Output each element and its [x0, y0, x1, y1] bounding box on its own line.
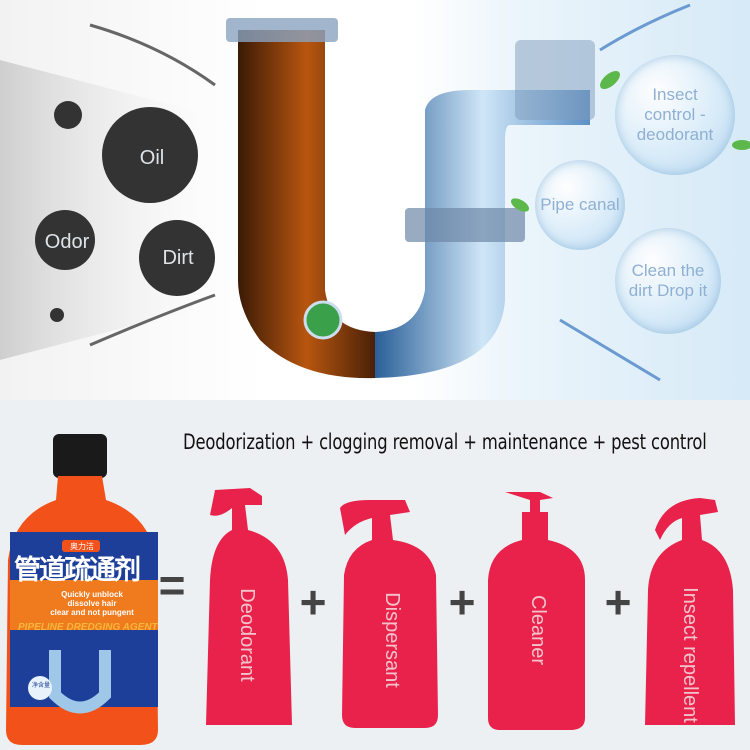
- plus-sign: +: [604, 576, 632, 628]
- germ-icon: [303, 300, 343, 340]
- bubble-clean-dirt: Clean the dirt Drop it: [615, 228, 721, 334]
- leaf-icon: [732, 140, 750, 150]
- arrow-left-top: [89, 23, 216, 87]
- arrow-right-bottom: [559, 318, 661, 382]
- bubble-text: Insect control - deodorant: [636, 85, 714, 144]
- plus-sign: +: [299, 576, 327, 628]
- wind-streaks-left: [0, 60, 230, 360]
- pipe-illustration: Oil Odor Dirt Insect control - deodorant…: [0, 0, 750, 400]
- pipe-mid-flange: [405, 208, 525, 242]
- headline: Deodorization + clogging removal + maint…: [183, 430, 707, 454]
- tagline-line: dissolve hair: [67, 599, 117, 608]
- pump-bottle-cleaner: [488, 492, 585, 730]
- item-label-insect-repellent: Insect repellent: [679, 587, 701, 723]
- equals-sign: =: [158, 559, 186, 611]
- pipe-top-flange: [226, 18, 338, 42]
- arrow-left-bottom: [89, 293, 216, 347]
- splat-small-2: [50, 308, 64, 322]
- bottle-cap: [53, 434, 107, 478]
- product-brand: 奥力洁: [70, 542, 94, 551]
- tagline-line: Quickly unblock: [61, 590, 123, 599]
- trigger-bottle-dispersant: [340, 500, 438, 728]
- pipe-dirty-side: [238, 30, 375, 379]
- splat-small-1: [54, 101, 82, 129]
- bubble-text: Clean the dirt Drop it: [628, 261, 708, 300]
- plus-sign: +: [448, 576, 476, 628]
- spray-bottle-deodorant: [206, 488, 292, 725]
- red-bottles: [206, 488, 735, 730]
- item-label-deodorant: Deodorant: [236, 588, 258, 682]
- tagline-line: clear and not pungent: [50, 608, 134, 617]
- label-odor: Odor: [44, 231, 90, 253]
- splat-oil: [102, 107, 198, 203]
- bubble-text: Pipe canal: [540, 195, 620, 214]
- splat-odor: [35, 210, 95, 270]
- splat-dirt: [139, 220, 215, 296]
- product-title-cn: 管道疏通剂: [14, 555, 141, 586]
- bubble-insect-control: Insect control - deodorant: [615, 55, 735, 175]
- product-bottle: [6, 434, 158, 745]
- leaf-icon: [600, 71, 620, 89]
- item-label-dispersant: Dispersant: [381, 592, 403, 688]
- item-label-cleaner: Cleaner: [527, 594, 549, 666]
- label-oil: Oil: [139, 147, 165, 169]
- pipe-scene: [0, 3, 750, 382]
- arrow-right-top: [599, 3, 691, 52]
- product-tagline: Quickly unblock dissolve hair clear and …: [42, 590, 142, 617]
- product-name-en: PIPELINE DREDGING AGENT: [18, 622, 158, 633]
- spray-bottle-insect-repellent: [645, 498, 735, 725]
- label-dirt: Dirt: [162, 247, 194, 269]
- product-badge: 净含量: [32, 683, 51, 689]
- bubble-pipe-canal: Pipe canal: [535, 160, 625, 250]
- splats: [35, 101, 215, 322]
- leaf-icon: [510, 198, 530, 212]
- pipe-right-flange: [515, 40, 595, 120]
